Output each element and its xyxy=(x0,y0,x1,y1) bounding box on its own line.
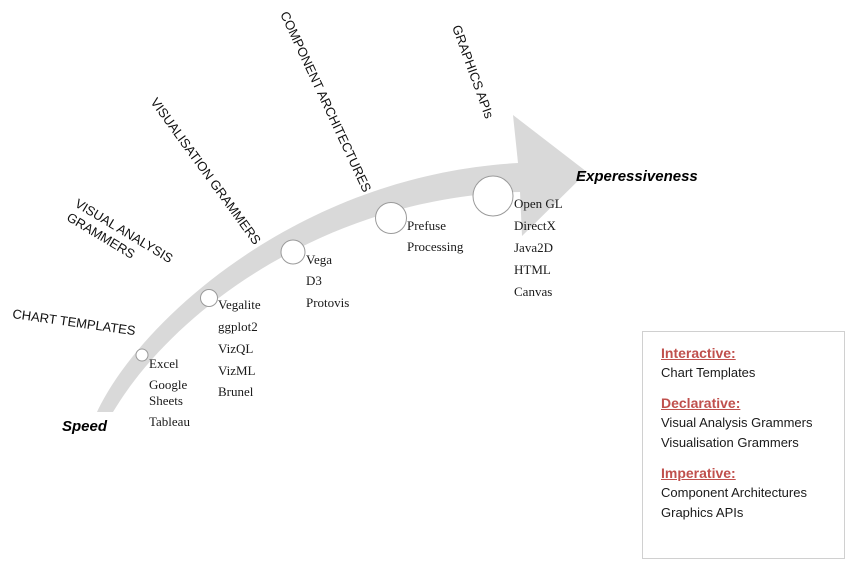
legend-heading: Interactive: xyxy=(661,345,736,361)
legend-group-imperative: Imperative: Component Architectures Grap… xyxy=(661,464,844,523)
category-label-chart-templates: CHART TEMPLATES xyxy=(12,306,137,338)
node-graphics-apis xyxy=(472,175,514,217)
axis-start-label: Speed xyxy=(62,418,108,435)
spectrum-arrow xyxy=(97,115,587,412)
legend-heading: Imperative: xyxy=(661,465,736,481)
legend-group-interactive: Interactive: Chart Templates xyxy=(661,344,844,383)
legend-group-declarative: Declarative: Visual Analysis Grammers Vi… xyxy=(661,394,844,453)
category-label-graphics-apis: GRAPHICS APIs xyxy=(449,23,497,121)
node-visualisation-grammers xyxy=(280,239,306,265)
node-visual-analysis-grammers xyxy=(200,289,218,307)
category-label-visualisation-grammers: VISUALISATION GRAMMERS xyxy=(148,95,265,248)
legend-item: Chart Templates xyxy=(661,365,756,380)
node-component-architectures xyxy=(375,202,407,234)
category-label-component-architectures: COMPONENT ARCHITECTURES xyxy=(277,9,374,195)
tool-list-visualisation-grammers: Vega D3 Protovis xyxy=(306,252,349,310)
node-chart-templates xyxy=(135,348,149,362)
category-label-visual-analysis-grammers: VISUAL ANALYSIS GRAMMERS xyxy=(64,196,178,282)
legend-item: Visual Analysis Grammers xyxy=(661,415,813,430)
legend-item: Component Architectures xyxy=(661,485,807,500)
tool-list-visual-analysis-grammers: Vegalite ggplot2 VizQL VizML Brunel xyxy=(218,297,264,399)
tool-list-graphics-apis: Open GL DirectX Java2D HTML Canvas xyxy=(514,196,566,299)
tool-list-chart-templates: Excel Google Sheets Tableau xyxy=(149,356,191,429)
legend-box: Interactive: Chart Templates Declarative… xyxy=(642,331,845,559)
axis-end-label: Experessiveness xyxy=(576,168,698,185)
legend-item: Graphics APIs xyxy=(661,505,744,520)
tool-list-component-architectures: Prefuse Processing xyxy=(407,218,464,254)
legend-heading: Declarative: xyxy=(661,395,741,411)
legend-item: Visualisation Grammers xyxy=(661,435,799,450)
